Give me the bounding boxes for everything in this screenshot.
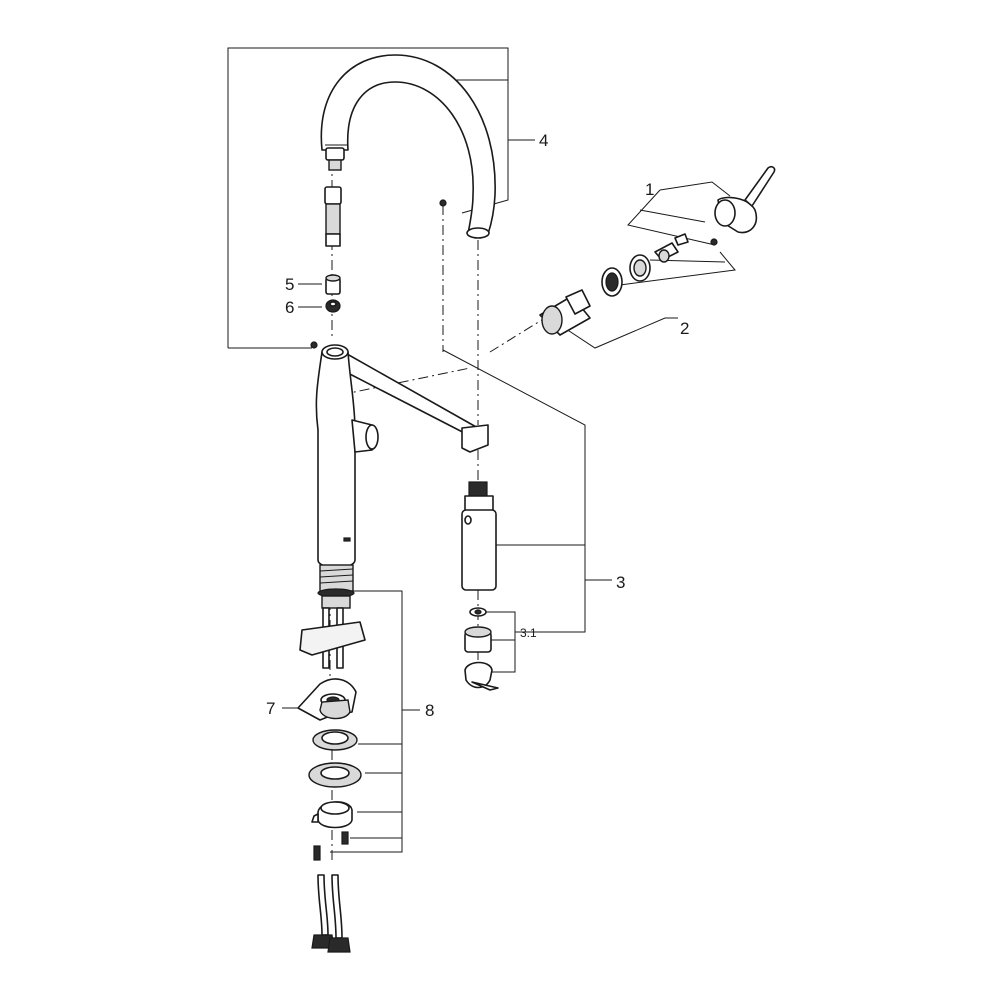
callout-3: 3 xyxy=(616,573,625,592)
fitting-part-5 xyxy=(325,274,341,295)
leader-lines xyxy=(227,47,736,853)
faucet-body xyxy=(299,344,489,669)
axis-lines xyxy=(329,160,546,860)
spray-head-part-3-1 xyxy=(464,607,499,691)
callout-labels: 1 2 3 3.1 4 5 6 7 8 xyxy=(266,131,689,720)
body-thread xyxy=(317,564,355,609)
callout-2: 2 xyxy=(680,319,689,338)
mounting-set-part-8 xyxy=(308,729,362,861)
lever-handle-part-1 xyxy=(654,165,776,263)
callout-8: 8 xyxy=(425,701,434,720)
washer-part-6 xyxy=(325,299,341,313)
spout-screw xyxy=(439,199,447,207)
callout-7: 7 xyxy=(266,699,275,718)
mounting-bracket-part-7 xyxy=(297,678,357,721)
hose-adapter xyxy=(324,186,342,247)
callout-5: 5 xyxy=(285,275,294,294)
callout-3-1: 3.1 xyxy=(520,626,537,640)
callout-6: 6 xyxy=(285,298,294,317)
supply-hoses xyxy=(311,874,351,953)
callout-1: 1 xyxy=(645,180,654,199)
cartridge-part-2 xyxy=(539,254,651,336)
body-screw xyxy=(310,341,318,349)
pullout-spray-part-3 xyxy=(461,481,499,691)
spout-part-4 xyxy=(320,54,496,239)
callout-4: 4 xyxy=(539,131,548,150)
